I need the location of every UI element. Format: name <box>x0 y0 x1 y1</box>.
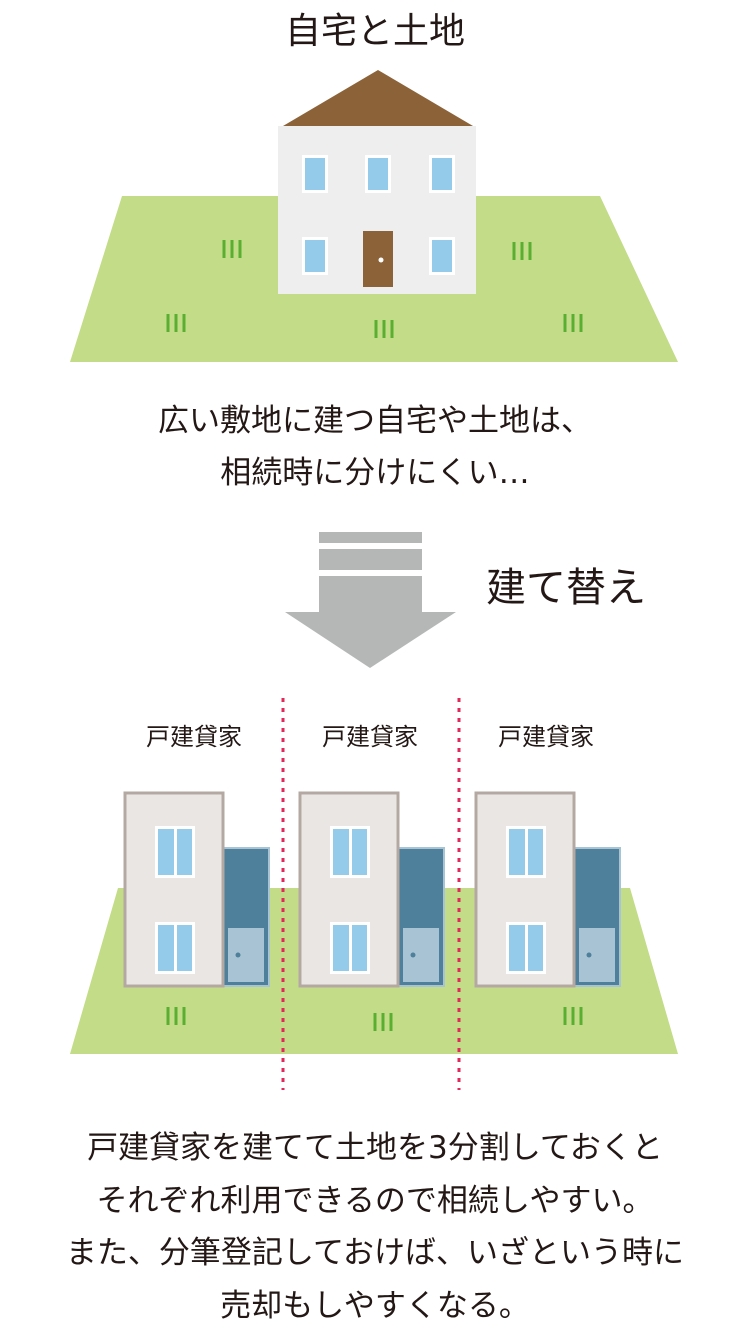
rental-house-1 <box>123 791 270 988</box>
bottom-caption-line-3: また、分筆登記しておけば、いざという時に <box>65 1235 685 1271</box>
bottom-caption-line-2: それぞれ利用できるので相続しやすい。 <box>96 1182 654 1219</box>
top-caption-line-1: 広い敷地に建つ自宅や土地は、 <box>158 403 592 439</box>
grass-tufts-top <box>166 240 583 338</box>
rental-house-3 <box>474 791 621 988</box>
top-caption-line-2: 相続時に分けにくい… <box>220 455 530 491</box>
diagram-title: 自宅と土地 <box>284 11 465 52</box>
top-caption: 広い敷地に建つ自宅や土地は、 相続時に分けにくい… <box>0 395 750 499</box>
down-arrow-icon <box>285 532 456 668</box>
house-roof <box>283 70 473 126</box>
rental-house-2 <box>298 791 445 988</box>
rental-unit-label-2: 戸建貸家 <box>322 723 418 751</box>
bottom-caption-line-1: 戸建貸家を建てて土地を3分割しておくと <box>87 1130 663 1166</box>
bottom-caption: 戸建貸家を建てて土地を3分割しておくと それぞれ利用できるので相続しやすい。 ま… <box>0 1122 750 1332</box>
rebuild-label: 建て替え <box>486 565 646 611</box>
main-house <box>278 70 476 294</box>
rental-unit-label-1: 戸建貸家 <box>146 723 242 751</box>
rental-unit-label-3: 戸建貸家 <box>498 723 594 751</box>
bottom-caption-line-4: 売却もしやすくなる。 <box>220 1287 530 1324</box>
grass-tufts-bottom <box>166 1007 583 1031</box>
house-door <box>363 231 393 287</box>
